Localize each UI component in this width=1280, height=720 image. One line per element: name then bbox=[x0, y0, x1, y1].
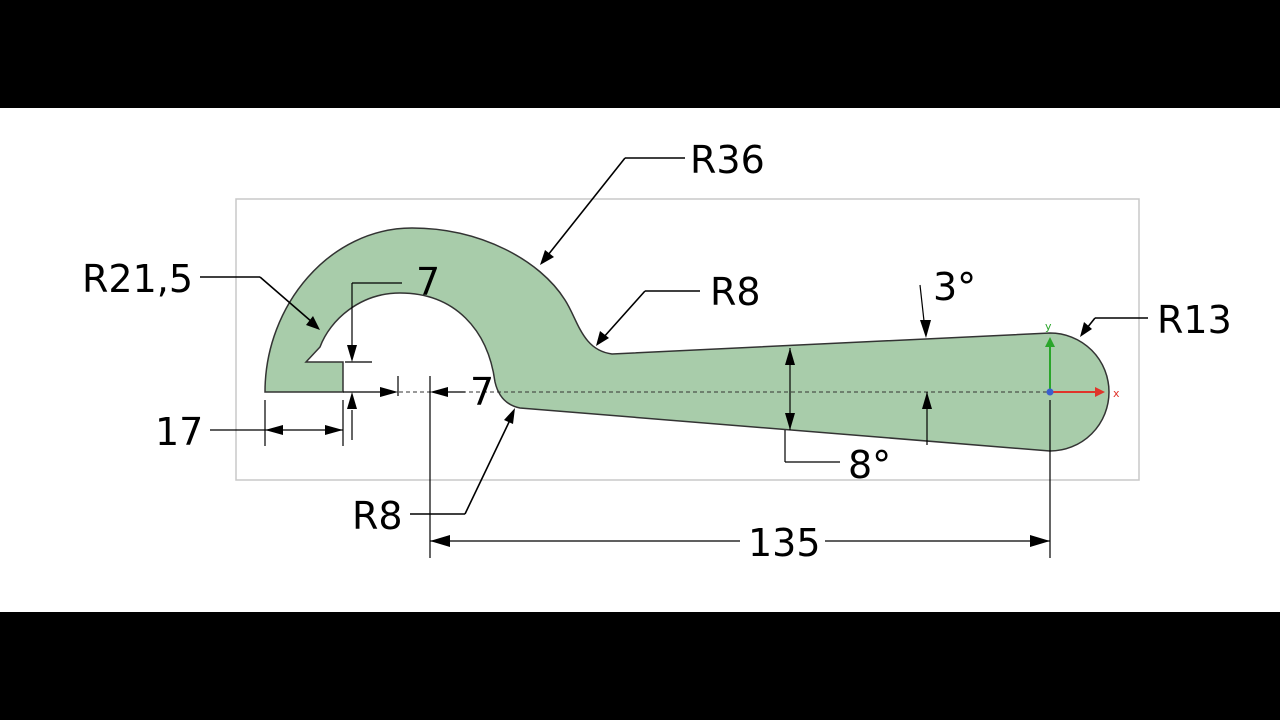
dim-135[interactable]: 135 bbox=[430, 400, 1051, 565]
y-axis-label: y bbox=[1045, 320, 1052, 333]
dim-r21-5-text: R21,5 bbox=[82, 257, 193, 301]
dim-r8-bottom-text: R8 bbox=[352, 494, 403, 538]
dim-135-text: 135 bbox=[748, 521, 821, 565]
origin-point[interactable] bbox=[1046, 388, 1054, 396]
dim-17-text: 17 bbox=[155, 410, 203, 454]
dim-angle-3[interactable]: 3° bbox=[919, 265, 976, 338]
dim-17[interactable]: 17 bbox=[155, 400, 344, 454]
y-axis-arrow bbox=[1045, 337, 1055, 347]
dim-r36[interactable]: R36 bbox=[540, 138, 765, 265]
dim-r8-top[interactable]: R8 bbox=[596, 270, 761, 346]
sketch-bounding-frame bbox=[235, 198, 1140, 481]
letterbox-bottom bbox=[0, 612, 1280, 720]
dim-7-mid[interactable]: 7 bbox=[343, 370, 494, 558]
dim-r8-top-text: R8 bbox=[710, 270, 761, 314]
dim-r36-text: R36 bbox=[690, 138, 765, 182]
part-profile[interactable] bbox=[264, 227, 1110, 452]
dim-7-top[interactable]: 7 bbox=[345, 260, 440, 440]
dim-r21-5[interactable]: R21,5 bbox=[82, 257, 320, 330]
dim-angle-8[interactable]: 8° bbox=[784, 348, 932, 487]
dim-angle-3-text: 3° bbox=[933, 265, 976, 309]
letterbox-top bbox=[0, 0, 1280, 108]
dim-7-top-text: 7 bbox=[416, 260, 440, 304]
x-axis-arrow bbox=[1095, 387, 1105, 397]
dim-7-mid-text: 7 bbox=[470, 370, 494, 414]
dim-angle-8-text: 8° bbox=[848, 443, 891, 487]
x-axis-label: x bbox=[1113, 387, 1120, 400]
dim-r8-bottom[interactable]: R8 bbox=[352, 408, 515, 538]
dim-r13[interactable]: R13 bbox=[1080, 298, 1232, 342]
dim-r13-text: R13 bbox=[1157, 298, 1232, 342]
